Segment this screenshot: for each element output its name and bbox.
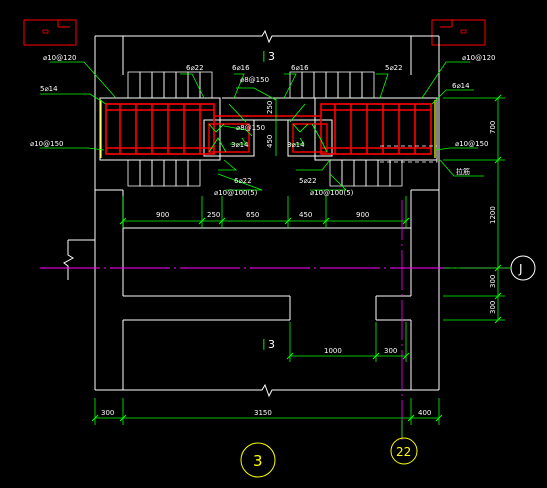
- label-center-tie: ⌀8@150: [236, 124, 265, 132]
- label-left-bottom-ties: ⌀10@100(5): [214, 189, 258, 197]
- grid-label-22: 22: [396, 445, 411, 459]
- label-tl-stirrup: ⌀10@120: [43, 54, 76, 62]
- dim-d5: 900: [356, 211, 369, 219]
- svg-text:|: |: [262, 49, 266, 62]
- dim-bot1: 300: [101, 409, 114, 417]
- grid-labels: J 3 22: [253, 262, 523, 470]
- rebar-center: [208, 115, 328, 153]
- label-center-left-top: 6⌀16: [232, 64, 250, 72]
- label-right-inner-bars: 3⌀14: [287, 141, 305, 149]
- dim-bot2: 3150: [254, 409, 272, 417]
- inner-ties: [208, 103, 328, 153]
- dim-bot3: 400: [418, 409, 431, 417]
- rebar-cage-right: [320, 103, 432, 155]
- grid-bubble-j: [505, 255, 536, 281]
- rebar-labels: ⌀10@120 5⌀14 ⌀10@150 6⌀22 6⌀16 ⌀8@150 6⌀…: [30, 54, 495, 197]
- dim-d1: 900: [156, 211, 169, 219]
- label-right-top-bars: 5⌀22: [385, 64, 403, 72]
- label-left-top-bars: 6⌀22: [186, 64, 204, 72]
- dimension-labels: 900 250 650 450 900 250 450 700 1200 300…: [101, 101, 497, 417]
- dim-d3: 650: [246, 211, 259, 219]
- marker-top-left: [23, 19, 77, 46]
- dim-mid1: 1000: [324, 347, 342, 355]
- label-right-center-top: 6⌀16: [291, 64, 309, 72]
- label-right-bottom-ties: ⌀10@100(5): [310, 189, 354, 197]
- rebar-cage-left: [105, 103, 215, 155]
- dim-mid2: 300: [384, 347, 397, 355]
- label-right-bottom-stirrup: ⌀10@150: [455, 140, 488, 148]
- label-left-side: 5⌀14: [40, 85, 58, 93]
- dim-d2: 250: [207, 211, 220, 219]
- dashed-guide: [380, 145, 438, 163]
- section-mark-bottom: 3: [268, 338, 275, 351]
- label-left-bottom-bars: 6⌀22: [234, 177, 252, 185]
- label-right-bottom-bars: 5⌀22: [299, 177, 317, 185]
- dimension-ticks: [91, 94, 502, 422]
- grid-bubble-22: [390, 437, 418, 465]
- label-tr-stirrup: ⌀10@120: [462, 54, 495, 62]
- grid-label-j: J: [518, 262, 523, 276]
- section-marks: | 3 | 3: [262, 49, 275, 351]
- stirrup-hatch-right-top: [289, 71, 375, 98]
- dim-right-v3: 300: [489, 275, 497, 288]
- svg-text:|: |: [262, 337, 266, 350]
- label-right-side: 6⌀14: [452, 82, 470, 90]
- section-mark-top: 3: [268, 50, 275, 63]
- stirrup-hatch-left-bottom: [127, 160, 201, 187]
- stirrup-hatch-right-bottom: [329, 160, 403, 187]
- grid-bubble-3: [240, 442, 276, 478]
- label-right-note: 拉筋: [456, 167, 470, 176]
- dim-d4: 450: [299, 211, 312, 219]
- label-left-bottom-stirrup: ⌀10@150: [30, 140, 63, 148]
- stirrup-hatch-left-top: [127, 71, 213, 98]
- label-left-inner-bars: 3⌀14: [231, 141, 249, 149]
- dimension-lines: [40, 61, 505, 438]
- label-center-stirrup: ⌀8@150: [240, 76, 269, 84]
- dim-right-v1: 700: [489, 121, 497, 134]
- dim-d6: 250: [266, 101, 274, 114]
- grid-label-3: 3: [253, 452, 263, 470]
- dim-right-v4: 300: [489, 301, 497, 314]
- dim-right-v2: 1200: [489, 206, 497, 224]
- marker-top-right: [431, 19, 486, 46]
- dim-d7: 450: [266, 135, 274, 148]
